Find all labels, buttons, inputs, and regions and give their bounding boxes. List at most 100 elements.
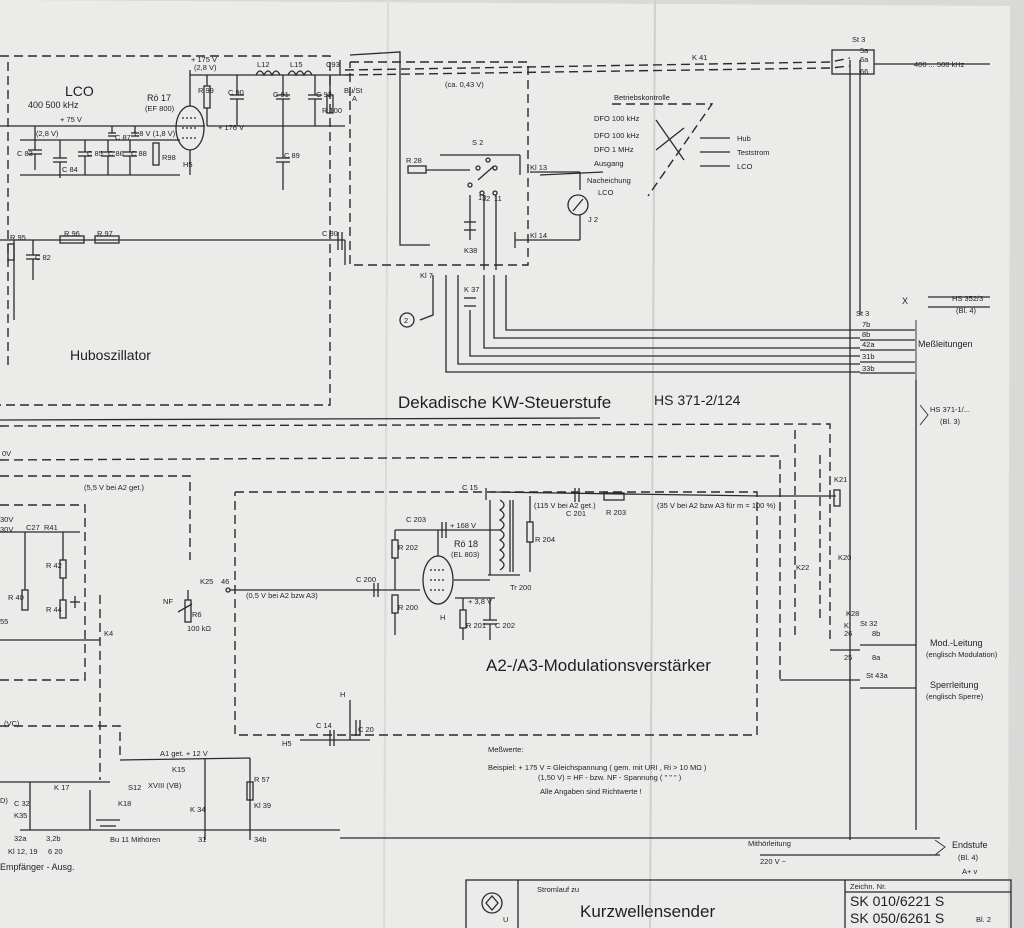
label-st43: St 43a (866, 671, 889, 680)
title-block (465, 879, 1012, 928)
measure-line-1: Beispiel: + 175 V = Gleichspannung ( gem… (488, 763, 707, 772)
label-32a: 32a (14, 834, 27, 843)
cable-k41 (344, 57, 851, 71)
resistor-r57 (246, 781, 254, 801)
capacitor-c201 (574, 488, 580, 502)
betrieb-right-3: LCO (737, 162, 753, 171)
cable-mod (0, 455, 781, 680)
capacitor-c20 (355, 720, 361, 736)
label-r203: R 203 (606, 508, 626, 517)
betrieb-title: Betriebskontrolle (614, 93, 670, 102)
label-c202: C 202 (495, 621, 515, 630)
meter-j2 (567, 194, 589, 216)
wire-a1 (119, 757, 251, 761)
label-mithor: Mithörleitung (748, 839, 791, 848)
marker-2 (399, 312, 415, 328)
label-k28: K28 (846, 609, 859, 618)
label-33b: 33b (862, 364, 875, 373)
label-220v: 220 V ~ (760, 857, 787, 866)
label-endstufe-bl: (Bl. 4) (958, 853, 979, 862)
terminal-k25 (225, 587, 231, 593)
label-sperr-sub: (englisch Sperre) (926, 692, 984, 701)
label-bu51: Bu/St (344, 86, 363, 95)
label-k25-pin: 46 (221, 577, 229, 586)
section-title-stage: Dekadische KW-Steuerstufe (398, 393, 611, 412)
betrieb-right-1: Hub (737, 134, 751, 143)
resistor-r97 (94, 235, 120, 244)
capacitor-c89 (276, 126, 290, 190)
label-st32-8b: 8b (872, 629, 880, 638)
cable-vc (0, 725, 121, 760)
label-bu51a: A (352, 94, 357, 103)
resistor-k21 (833, 489, 841, 507)
betrieb-switch-box (612, 103, 714, 197)
voltage-176: + 176 V (218, 123, 244, 132)
label-messleitungen: Meßleitungen (918, 339, 973, 349)
label-ef800: (EF 800) (145, 104, 175, 113)
label-c87: C 87 (115, 133, 131, 142)
label-kl14: Kl 14 (530, 231, 547, 240)
betrieb-item-6: LCO (598, 188, 614, 197)
betrieb-item-2: DFO 100 kHz (594, 131, 640, 140)
label-30v-b: 30V (0, 525, 13, 534)
label-r204: R 204 (535, 535, 555, 544)
label-s2: S 2 (472, 138, 483, 147)
coil-l12 (255, 70, 281, 77)
label-26: 26 (844, 629, 852, 638)
label-kl13: Kl 13 (530, 163, 547, 172)
capacitor-bank (20, 126, 180, 178)
label-k4: K4 (104, 629, 113, 638)
title-logo-letter: U (503, 915, 508, 924)
label-c14: C 14 (316, 721, 332, 730)
wire (539, 171, 604, 176)
label-anv: A+ v (962, 867, 977, 876)
label-k35: K35 (14, 811, 27, 820)
resistor-r96 (59, 235, 85, 244)
section-title-oscillator: Huboszillator (70, 347, 151, 363)
label-r200: R 200 (398, 603, 418, 612)
label-c89: C 89 (284, 151, 300, 160)
label-mod-leitung: Mod.-Leitung (930, 638, 983, 648)
arrows-hs352 (928, 296, 990, 308)
switch-s2 (467, 157, 498, 196)
label-r95: R 95 (10, 233, 26, 242)
label-c20: C 20 (358, 725, 374, 734)
wire (655, 119, 685, 161)
label-42a: 42a (862, 340, 875, 349)
label-k37: K 37 (464, 285, 479, 294)
measure-line-2: (1,50 V) = HF - bzw. NF - Spannung ( " "… (538, 773, 682, 782)
label-h5-bottom: H5 (282, 739, 292, 748)
label-55: 55 (0, 617, 8, 626)
label-620: 6 20 (48, 847, 63, 856)
output-box (349, 61, 529, 266)
label-34b: 34b (254, 835, 267, 844)
label-c27: C27 (26, 523, 40, 532)
label-7b: 7b (862, 320, 870, 329)
capacitor-c203 (441, 522, 447, 538)
voltage-75: + 75 V (60, 115, 82, 124)
label-c80: C 80 (322, 229, 338, 238)
label-k17: K 17 (54, 783, 69, 792)
cable-left (0, 475, 191, 560)
transformer-tr200 (488, 499, 520, 576)
label-el803: (EL 803) (451, 550, 480, 559)
lco-label: LCO (65, 83, 94, 99)
label-sperrleitung: Sperrleitung (930, 680, 979, 690)
label-k15: K15 (172, 765, 185, 774)
label-k25: K25 (200, 577, 213, 586)
lco-range-label: 400 500 kHz (28, 100, 79, 110)
label-range: 400 ... 500 kHz (914, 60, 965, 69)
label-25: 25 (844, 653, 852, 662)
label-c93: C93 (326, 60, 340, 69)
label-ro17: Rö 17 (147, 93, 171, 103)
label-st3: St 3 (852, 35, 865, 44)
label-h5-top: H5 (183, 160, 193, 169)
capacitor-c80 (337, 232, 343, 250)
label-j2: J 2 (588, 215, 598, 224)
voltage-35: (35 V bei A2 bzw A3 für m = 100 %) (657, 501, 776, 510)
label-st3-b: St 3 (856, 309, 869, 318)
label-bl3: (Bl. 3) (940, 417, 961, 426)
label-r42: R 42 (46, 561, 62, 570)
